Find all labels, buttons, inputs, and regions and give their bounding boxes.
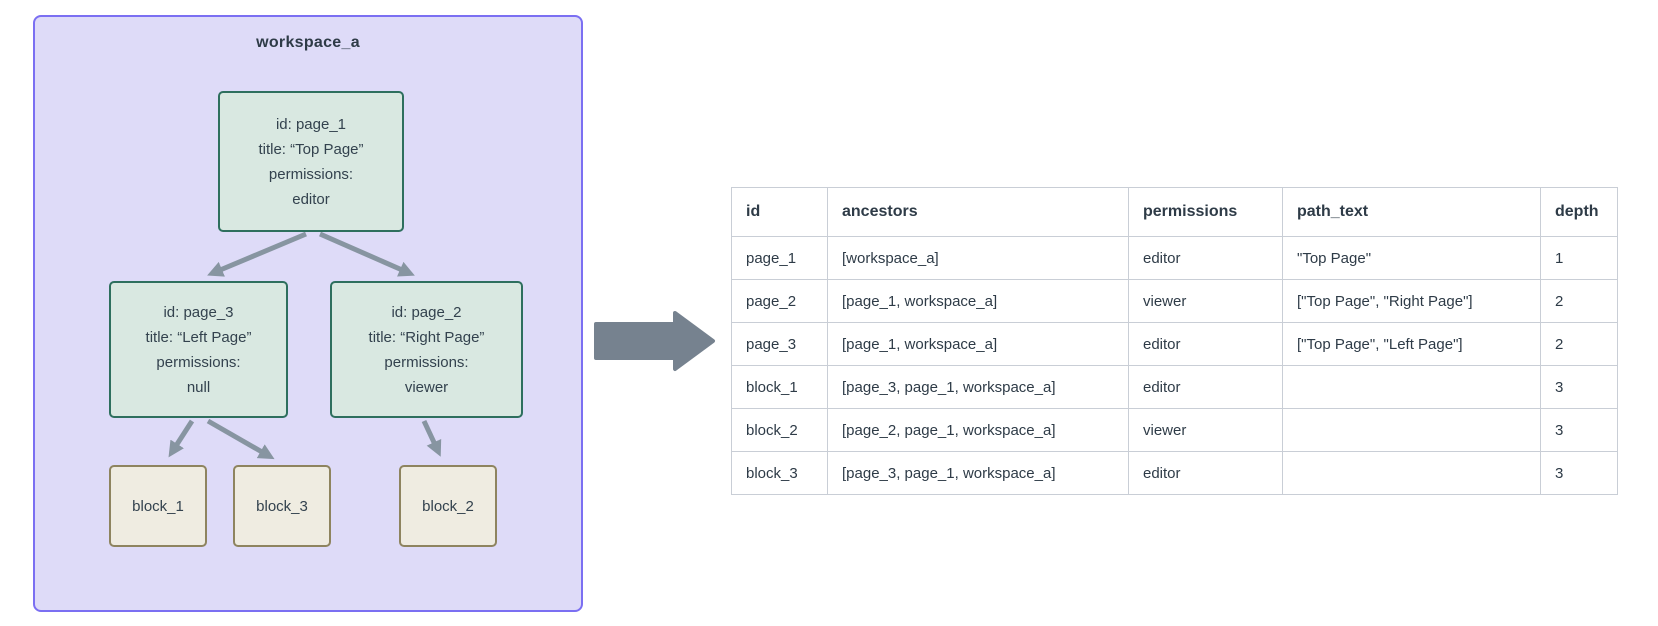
table-row: page_3 [page_1, workspace_a] editor ["To… [731,322,1618,366]
table-row: block_3 [page_3, page_1, workspace_a] ed… [731,451,1618,495]
edge-page3-block1-arrow [168,419,195,458]
column-header-id: id [731,187,828,237]
node-block-1: block_1 [109,465,207,547]
node-line: id: page_3 [163,303,234,321]
column-header-ancestors: ancestors [827,187,1129,237]
cell-ancestors: [page_1, workspace_a] [827,322,1129,366]
node-line: id: page_1 [275,115,347,133]
node-line: permissions: [268,165,354,183]
column-header-permissions: permissions [1128,187,1283,237]
cell-depth: 2 [1540,279,1618,323]
cell-ancestors: [workspace_a] [827,236,1129,280]
edge-page3-block3-arrow [206,418,275,460]
cell-ancestors: [page_1, workspace_a] [827,279,1129,323]
cell-path-text: ["Top Page", "Right Page"] [1282,279,1541,323]
node-line: viewer [404,378,449,396]
node-line: editor [292,190,330,208]
cell-permissions: viewer [1128,279,1283,323]
node-line: title: “Top Page” [258,140,364,158]
node-page-3: id: page_3 title: “Left Page” permission… [109,281,288,418]
node-line: title: “Right Page” [368,328,485,346]
node-label: block_1 [132,497,184,515]
node-line: permissions: [156,353,241,371]
cell-path-text: ["Top Page", "Left Page"] [1282,322,1541,366]
cell-id: block_3 [731,451,828,495]
edge-page1-page3-arrow [207,231,307,277]
cell-ancestors: [page_3, page_1, workspace_a] [827,451,1129,495]
cell-permissions: viewer [1128,408,1283,452]
node-page-2: id: page_2 title: “Right Page” permissio… [330,281,523,418]
cell-path-text [1282,365,1541,409]
cell-permissions: editor [1128,365,1283,409]
cell-id: page_3 [731,322,828,366]
node-line: title: “Left Page” [145,328,252,346]
cell-depth: 2 [1540,322,1618,366]
column-header-path-text: path_text [1282,187,1541,237]
node-block-3: block_3 [233,465,331,547]
edge-page2-block2-arrow [421,419,442,457]
cell-path-text: "Top Page" [1282,236,1541,280]
node-block-2: block_2 [399,465,497,547]
transform-arrow-icon [594,311,715,371]
cell-permissions: editor [1128,322,1283,366]
cell-path-text [1282,451,1541,495]
result-table: id ancestors permissions path_text depth… [731,187,1618,495]
edge-page1-page2-arrow [318,231,415,277]
cell-id: page_2 [731,279,828,323]
node-line: permissions: [384,353,469,371]
cell-path-text [1282,408,1541,452]
node-line: id: page_2 [391,303,462,321]
node-line: null [186,378,211,396]
cell-depth: 3 [1540,451,1618,495]
table-row: block_2 [page_2, page_1, workspace_a] vi… [731,408,1618,452]
workspace-title: workspace_a [256,34,360,51]
node-page-1: id: page_1 title: “Top Page” permissions… [218,91,404,232]
table-row: block_1 [page_3, page_1, workspace_a] ed… [731,365,1618,409]
node-label: block_3 [256,497,308,515]
column-header-depth: depth [1540,187,1618,237]
table-row: page_1 [workspace_a] editor "Top Page" 1 [731,236,1618,280]
cell-depth: 1 [1540,236,1618,280]
cell-ancestors: [page_2, page_1, workspace_a] [827,408,1129,452]
cell-permissions: editor [1128,451,1283,495]
cell-id: block_2 [731,408,828,452]
table-row: page_2 [page_1, workspace_a] viewer ["To… [731,279,1618,323]
cell-ancestors: [page_3, page_1, workspace_a] [827,365,1129,409]
table-header-row: id ancestors permissions path_text depth [731,187,1618,237]
cell-depth: 3 [1540,408,1618,452]
cell-depth: 3 [1540,365,1618,409]
cell-permissions: editor [1128,236,1283,280]
cell-id: block_1 [731,365,828,409]
cell-id: page_1 [731,236,828,280]
node-label: block_2 [422,497,474,515]
